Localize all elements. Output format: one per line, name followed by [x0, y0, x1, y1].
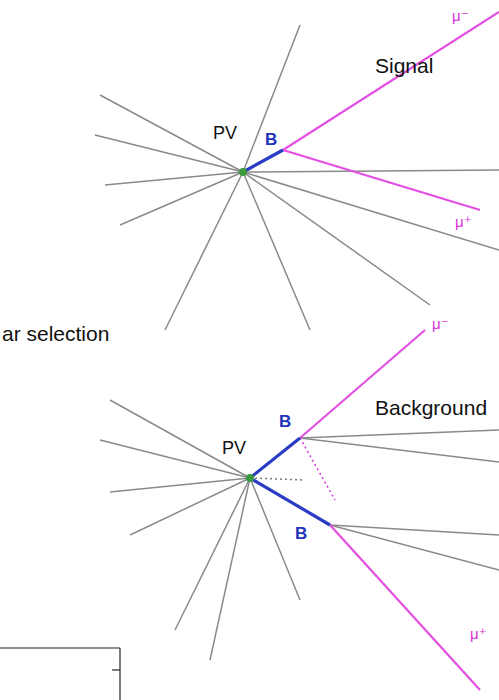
dotted-track — [250, 478, 305, 480]
track-lines — [95, 25, 499, 660]
vertex-label: PV — [213, 124, 237, 144]
particle-label: B — [265, 131, 277, 150]
muon-tracks — [283, 12, 499, 690]
plot-frame — [0, 648, 120, 700]
particle-label: μ⁻ — [452, 8, 469, 25]
panel-title: Background — [375, 396, 487, 419]
vertex-label: PV — [222, 439, 246, 459]
particle-label: B — [279, 413, 291, 432]
particle-label: μ⁺ — [455, 214, 472, 231]
particle-label: B — [295, 525, 307, 544]
primary-vertex — [246, 474, 254, 482]
particle-label: μ⁺ — [470, 626, 487, 643]
primary-vertex — [239, 168, 247, 176]
panel-title: Signal — [375, 54, 433, 77]
b-meson-flight — [243, 150, 330, 525]
cut-text: ar selection — [2, 322, 109, 345]
dotted-track — [300, 438, 335, 500]
particle-label: μ⁻ — [432, 316, 449, 333]
